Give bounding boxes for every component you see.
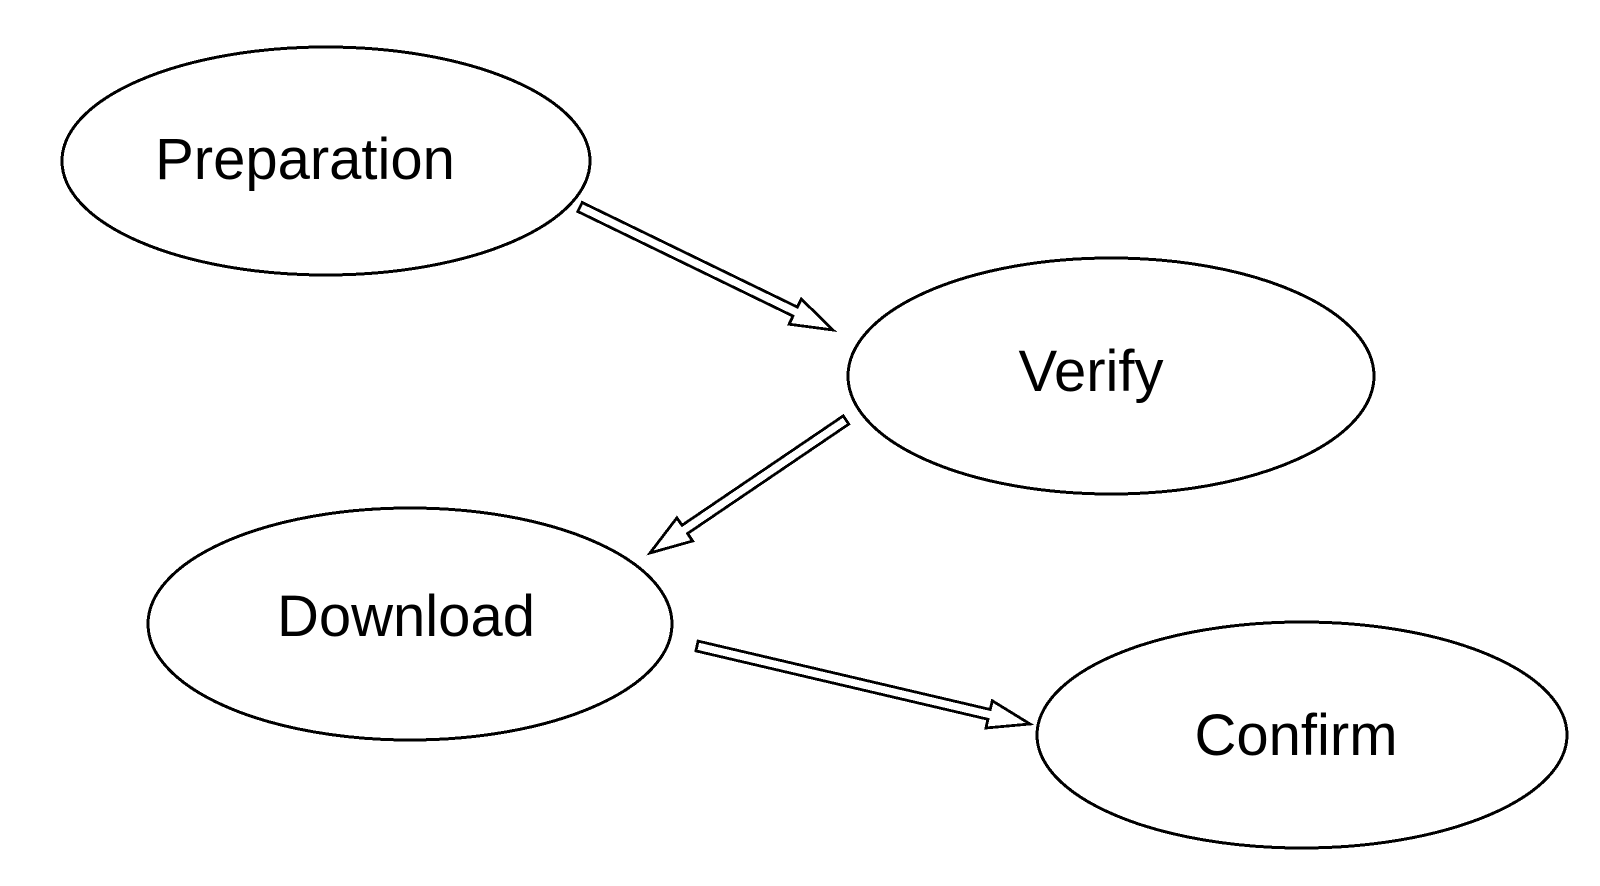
node-download-label: Download (277, 584, 535, 649)
node-confirm: Confirm (1035, 620, 1569, 850)
node-preparation: Preparation (60, 45, 592, 277)
arrow-download-to-confirm-icon (694, 639, 1035, 730)
node-confirm-ellipse (1035, 620, 1569, 850)
node-preparation-ellipse (60, 45, 592, 277)
node-confirm-label: Confirm (1194, 703, 1397, 768)
node-verify-label: Verify (1018, 339, 1163, 404)
node-verify: Verify (846, 256, 1376, 496)
node-preparation-label: Preparation (155, 127, 455, 192)
arrow-preparation-to-verify-icon (575, 200, 837, 332)
node-download: Download (146, 506, 674, 742)
arrow-verify-to-download-icon (646, 413, 851, 556)
node-verify-ellipse (846, 256, 1376, 496)
node-download-ellipse (146, 506, 674, 742)
